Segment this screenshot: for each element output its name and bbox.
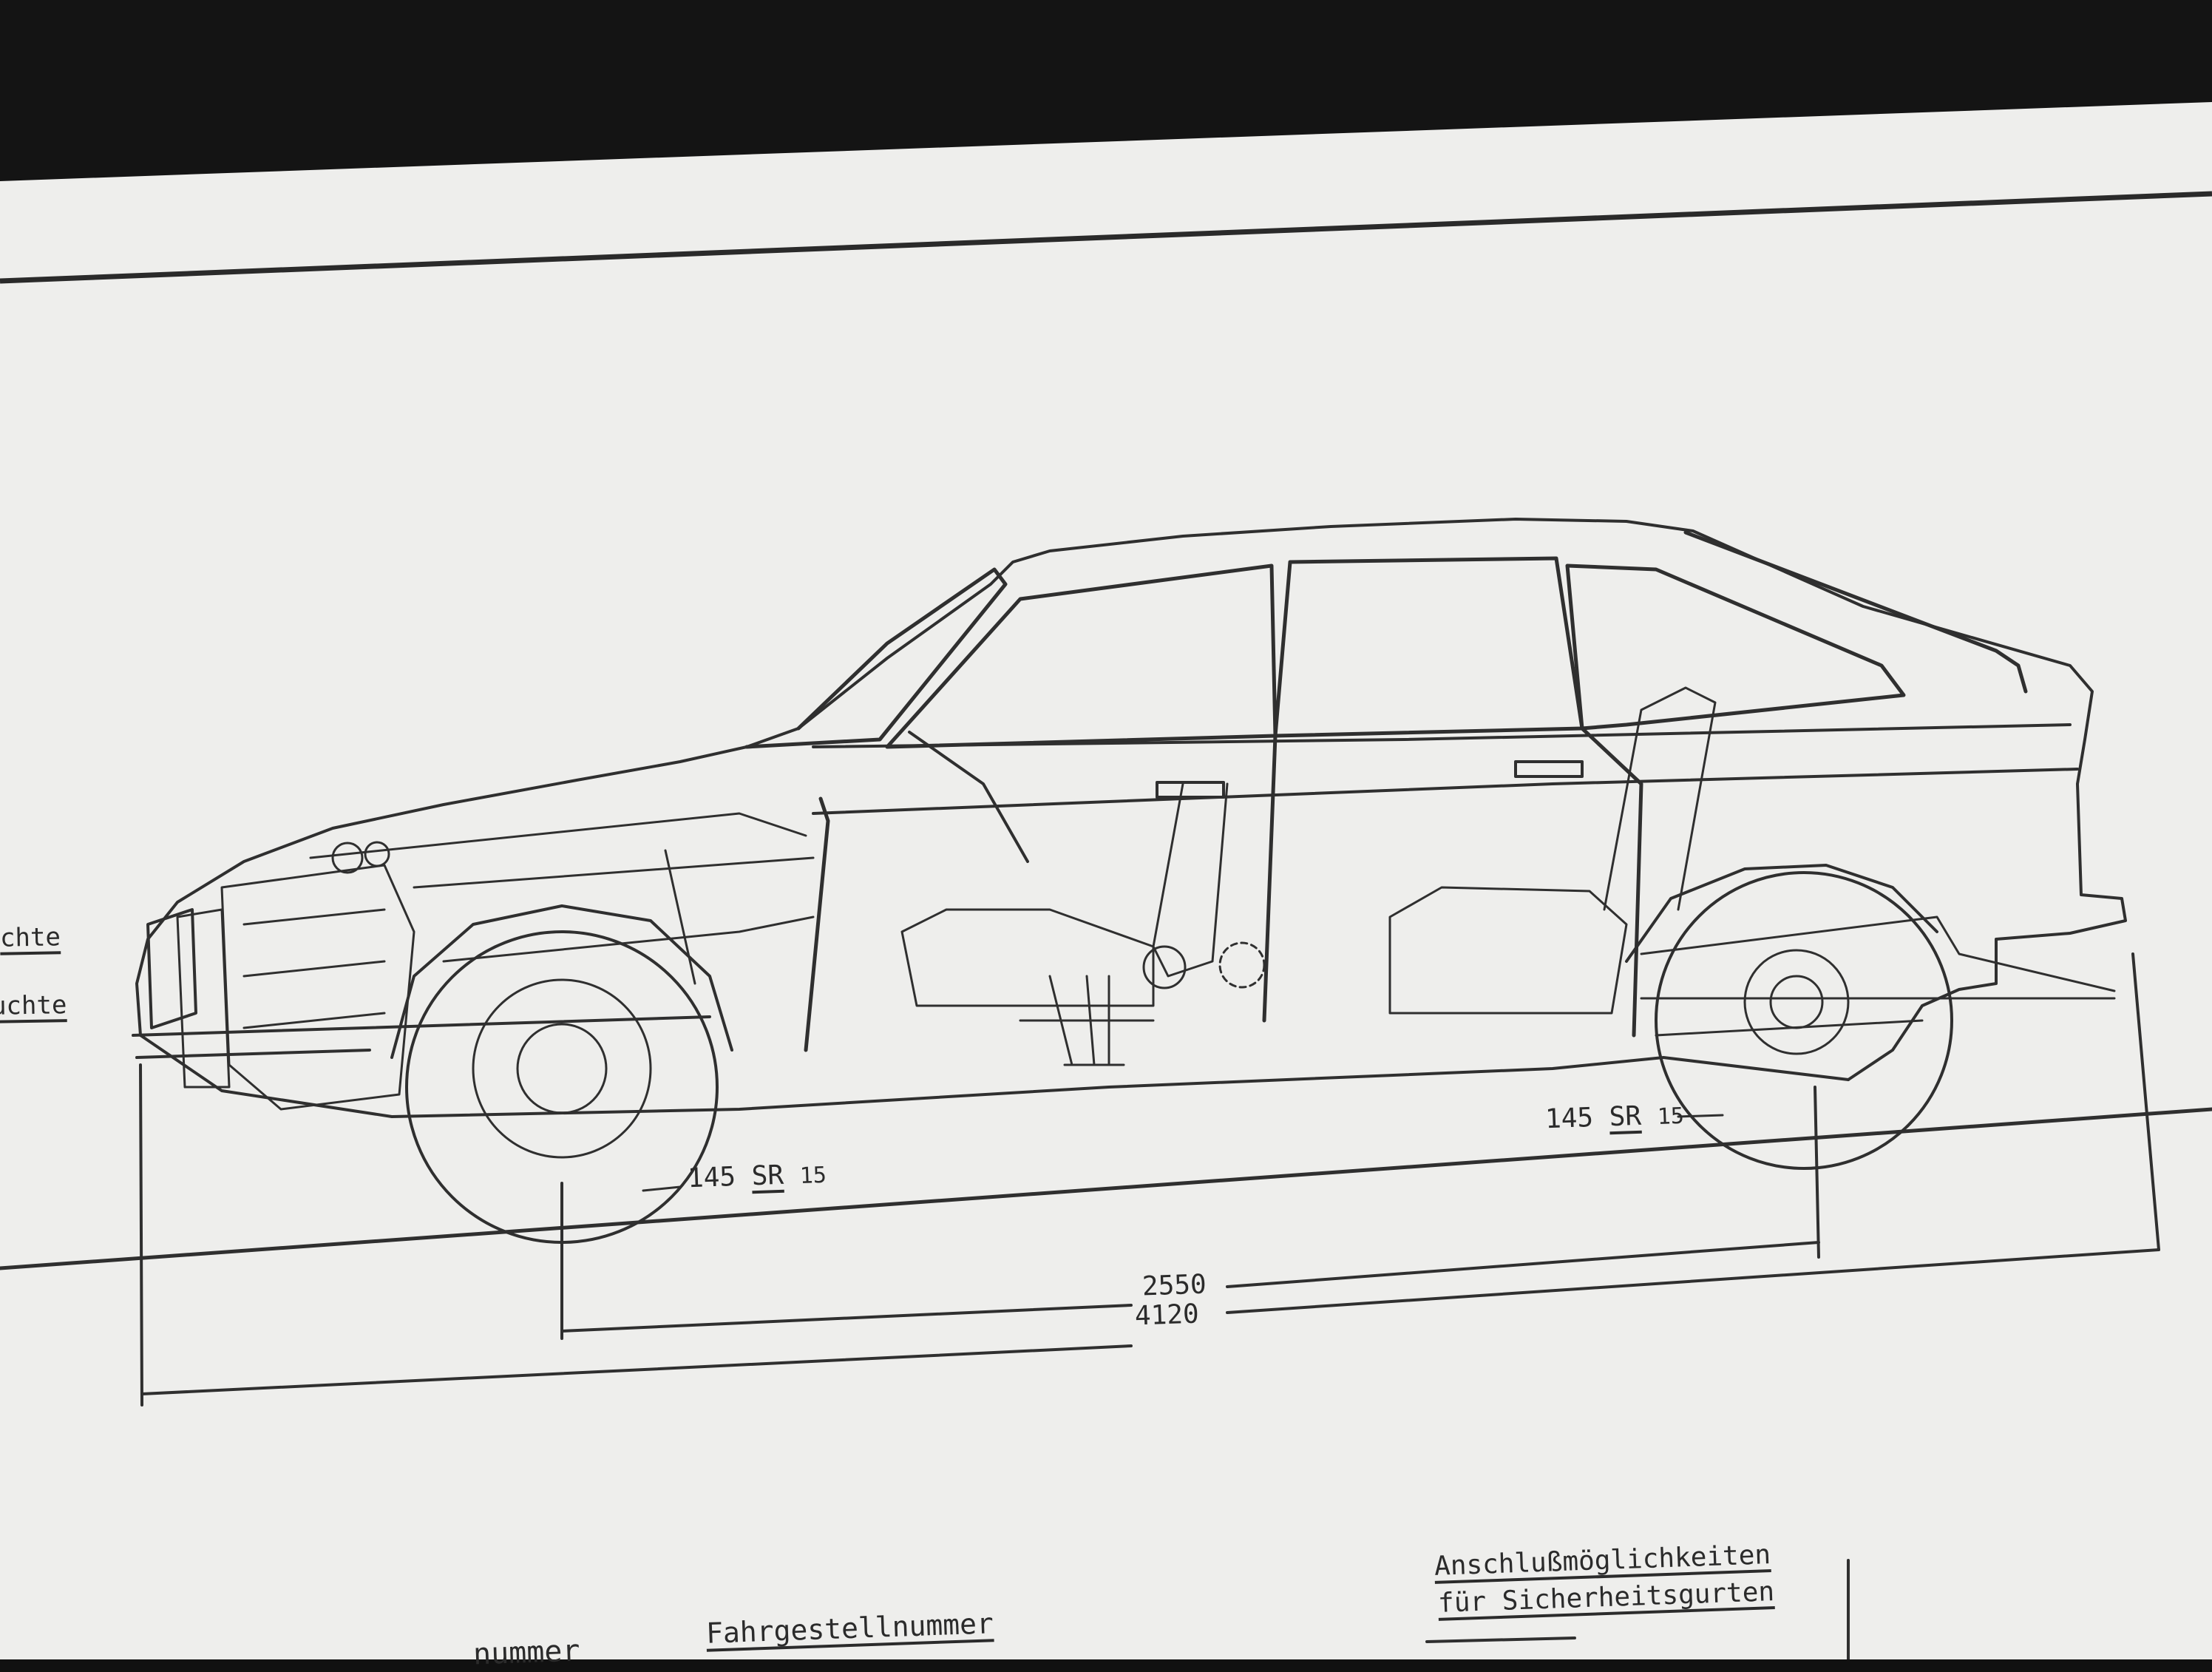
front-footwell: [900, 908, 1155, 1007]
dim-ext-rear-bumper: [2131, 952, 2160, 1251]
rear-seat: [1388, 886, 1628, 1015]
front-bumper: [132, 1015, 711, 1059]
pedal-assembly: [1019, 975, 1155, 1066]
rear-door-handle: [1514, 760, 1584, 778]
car-body-outline: [135, 518, 2127, 1081]
front-tire-label: 145 SR 15: [687, 1159, 827, 1194]
rear-spoiler: [1683, 530, 2028, 694]
bottom-partial-label: nummer: [472, 1634, 581, 1672]
radiator: [176, 908, 231, 1089]
front-seat: [1152, 782, 1229, 978]
front-tire-rim: 15: [799, 1162, 827, 1189]
front-door-handle: [1156, 781, 1225, 799]
rear-door-line: [1580, 726, 1643, 1038]
rear-tire-type: SR: [1609, 1100, 1642, 1133]
windshield-frame: [744, 567, 1008, 749]
front-door-window: [885, 563, 1278, 749]
dim-ext-front-bumper: [139, 1063, 143, 1407]
rear-tire-label: 145 SR 15: [1544, 1100, 1684, 1135]
seat-anchor-1: [1142, 945, 1187, 989]
paper-sheet: [0, 102, 2212, 1659]
headlamp: [146, 908, 197, 1029]
engine-part: [364, 841, 390, 867]
rear-wheel-arch: [1625, 864, 1938, 963]
engine-bay-frame: [309, 812, 815, 985]
overall-length-value: 4120: [1134, 1299, 1200, 1332]
front-hub-inner: [516, 1023, 608, 1114]
left-edge-label-2: uchte: [0, 990, 67, 1021]
rear-door-window: [1273, 556, 1584, 738]
top-border-line: [0, 191, 2212, 284]
rear-axle-frame: [1640, 915, 2116, 1037]
car-lower-sill: [139, 1034, 1850, 1118]
wheelbase-value: 2550: [1141, 1269, 1207, 1302]
belt-line: [812, 723, 2079, 815]
rear-tire-size: 145: [1544, 1103, 1594, 1135]
rear-tire: [1655, 871, 1953, 1170]
steering-wheel: [908, 731, 1029, 863]
front-tire-type: SR: [751, 1160, 784, 1192]
overall-length-dim-line: [140, 1248, 2160, 1395]
front-tire-size: 145: [687, 1162, 736, 1194]
front-hub-outer: [472, 978, 652, 1159]
front-tire-leader: [642, 1185, 682, 1192]
rear-tire-leader: [1677, 1114, 1724, 1118]
rear-hub-outer: [1743, 949, 1850, 1055]
rear-seat-back: [1603, 686, 1717, 911]
wheelbase-dim-line: [560, 1241, 1820, 1333]
quarter-window: [1565, 563, 1906, 731]
front-door-line: [804, 734, 1278, 1052]
engine-block: [220, 864, 415, 1111]
left-edge-label-1: chte: [0, 922, 61, 953]
front-wheel-arch: [390, 904, 733, 1059]
bottom-separator: [1425, 1559, 1850, 1659]
rear-tire-rim: 15: [1657, 1103, 1685, 1130]
engine-pulley: [331, 842, 364, 874]
ground-line: [0, 1107, 2212, 1270]
dim-ext-rear-axle: [1814, 1086, 1820, 1259]
seat-anchor-2: [1218, 941, 1266, 989]
